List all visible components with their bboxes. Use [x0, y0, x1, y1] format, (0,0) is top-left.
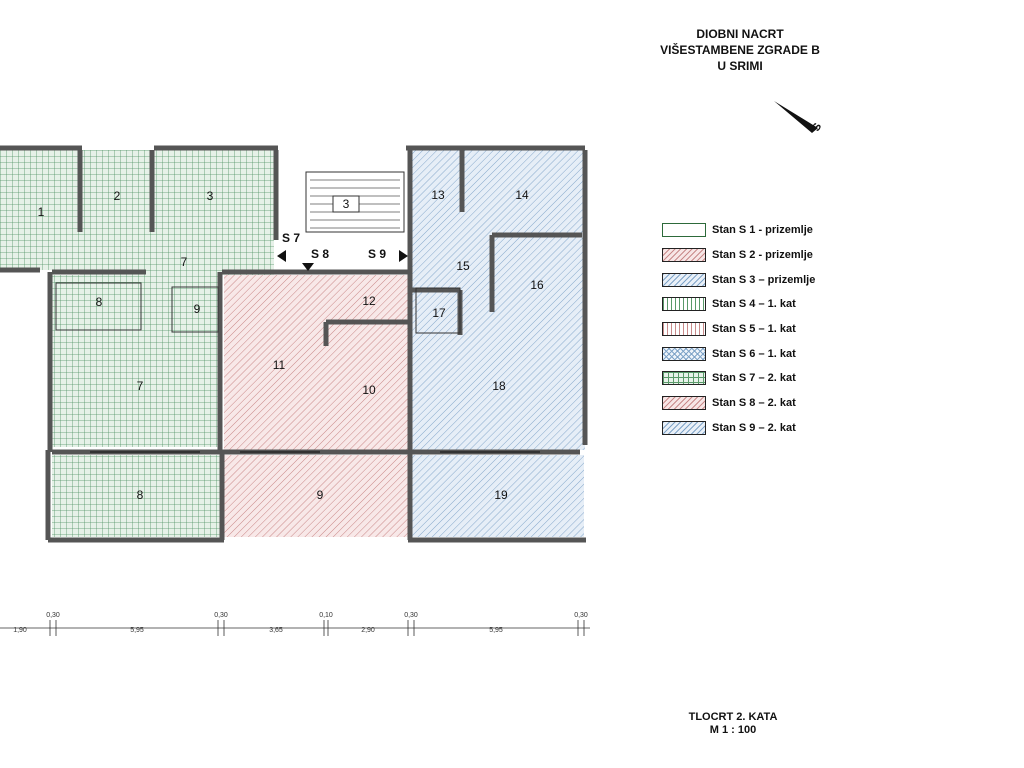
room-10: 10	[362, 383, 376, 397]
room-13: 13	[431, 188, 445, 202]
dim-3: 3,65	[269, 627, 283, 634]
room-15: 15	[456, 259, 470, 273]
title-line-1: DIOBNI NACRT	[696, 27, 784, 41]
legend-swatch	[662, 420, 706, 435]
legend-item: Stan S 3 – prizemlje	[662, 267, 862, 292]
room-labels: 1 2 3 3 7 8 9 7 8 11 12 10 9 13 14 15 16…	[38, 188, 544, 502]
drawing-title: DIOBNI NACRT VIŠESTAMBENE ZGRADE B U SRI…	[640, 26, 840, 74]
legend-swatch	[662, 346, 706, 361]
dim-2: 5,95	[130, 627, 144, 634]
legend-swatch	[662, 272, 706, 287]
room-12: 12	[362, 294, 376, 308]
entrance-s9: S 9	[368, 247, 386, 261]
room-18: 18	[492, 379, 506, 393]
legend-swatch	[662, 396, 706, 411]
room-8-lower: 8	[137, 488, 144, 502]
legend-label: Stan S 7 – 2. kat	[712, 372, 796, 385]
legend-item: Stan S 4 – 1. kat	[662, 292, 862, 317]
wall-dim-1: 0,30	[46, 612, 60, 619]
legend-item: Stan S 7 – 2. kat	[662, 366, 862, 391]
room-3: 3	[207, 189, 214, 203]
legend-item: Stan S 1 - prizemlje	[662, 218, 862, 243]
legend-label: Stan S 1 - prizemlje	[712, 224, 813, 237]
wall-dim-2: 0,30	[214, 612, 228, 619]
room-7-upper: 7	[181, 255, 188, 269]
legend-swatch	[662, 223, 706, 238]
stair-label: 3	[343, 197, 350, 211]
footer-line-2: M 1 : 100	[709, 724, 757, 736]
room-17: 17	[432, 306, 446, 320]
apartment-s8	[224, 275, 410, 537]
wall-dim-5: 0,30	[574, 612, 588, 619]
wall-dim-4: 0,30	[404, 612, 418, 619]
legend-swatch	[662, 322, 706, 337]
entrance-labels: S 7 S 8 S 9	[282, 231, 386, 261]
room-7-lower: 7	[137, 379, 144, 393]
legend-swatch	[662, 371, 706, 386]
dim-1: 1,90	[13, 627, 27, 634]
dim-4: 2,90	[361, 627, 375, 634]
footer-line-1: TLOCRT 2. KATA	[688, 711, 778, 723]
drawing-footer: TLOCRT 2. KATA M 1 : 100	[668, 711, 798, 737]
north-arrow-icon	[774, 101, 818, 133]
legend-label: Stan S 5 – 1. kat	[712, 323, 796, 336]
title-line-2: VIŠESTAMBENE ZGRADE B	[660, 43, 820, 57]
legend-label: Stan S 2 - prizemlje	[712, 249, 813, 262]
entrance-s8: S 8	[311, 247, 329, 261]
legend-label: Stan S 6 – 1. kat	[712, 347, 796, 360]
entrance-s7: S 7	[282, 231, 300, 245]
title-line-3: U SRIMI	[717, 59, 763, 73]
wall-dim-3: 0,10	[319, 612, 333, 619]
legend-swatch	[662, 248, 706, 263]
legend-item: Stan S 2 - prizemlje	[662, 243, 862, 268]
legend-label: Stan S 9 – 2. kat	[712, 421, 796, 434]
legend-item: Stan S 6 – 1. kat	[662, 341, 862, 366]
room-19: 19	[494, 488, 508, 502]
arrow-down-icon	[302, 263, 314, 271]
legend-label: Stan S 4 – 1. kat	[712, 298, 796, 311]
room-8-upper: 8	[96, 295, 103, 309]
room-14: 14	[515, 188, 529, 202]
apartment-s7	[0, 150, 274, 537]
room-9-lower: 9	[317, 488, 324, 502]
staircase	[305, 171, 405, 233]
room-2: 2	[114, 189, 121, 203]
legend-item: Stan S 5 – 1. kat	[662, 317, 862, 342]
room-16: 16	[530, 278, 544, 292]
apartment-s9	[410, 150, 585, 537]
room-11: 11	[273, 358, 286, 372]
arrow-right-icon	[399, 250, 408, 262]
legend-swatch	[662, 297, 706, 312]
dimension-line: 1,90 5,95 3,65 2,90 5,95 0,30 0,30 0,10 …	[0, 612, 590, 636]
dim-5: 5,95	[489, 627, 503, 634]
room-9-upper: 9	[194, 302, 201, 316]
room-1: 1	[38, 205, 45, 219]
legend-label: Stan S 3 – prizemlje	[712, 273, 816, 286]
legend-item: Stan S 8 – 2. kat	[662, 391, 862, 416]
legend-label: Stan S 8 – 2. kat	[712, 397, 796, 410]
arrow-left-icon	[277, 250, 286, 262]
legend-item: Stan S 9 – 2. kat	[662, 416, 862, 441]
